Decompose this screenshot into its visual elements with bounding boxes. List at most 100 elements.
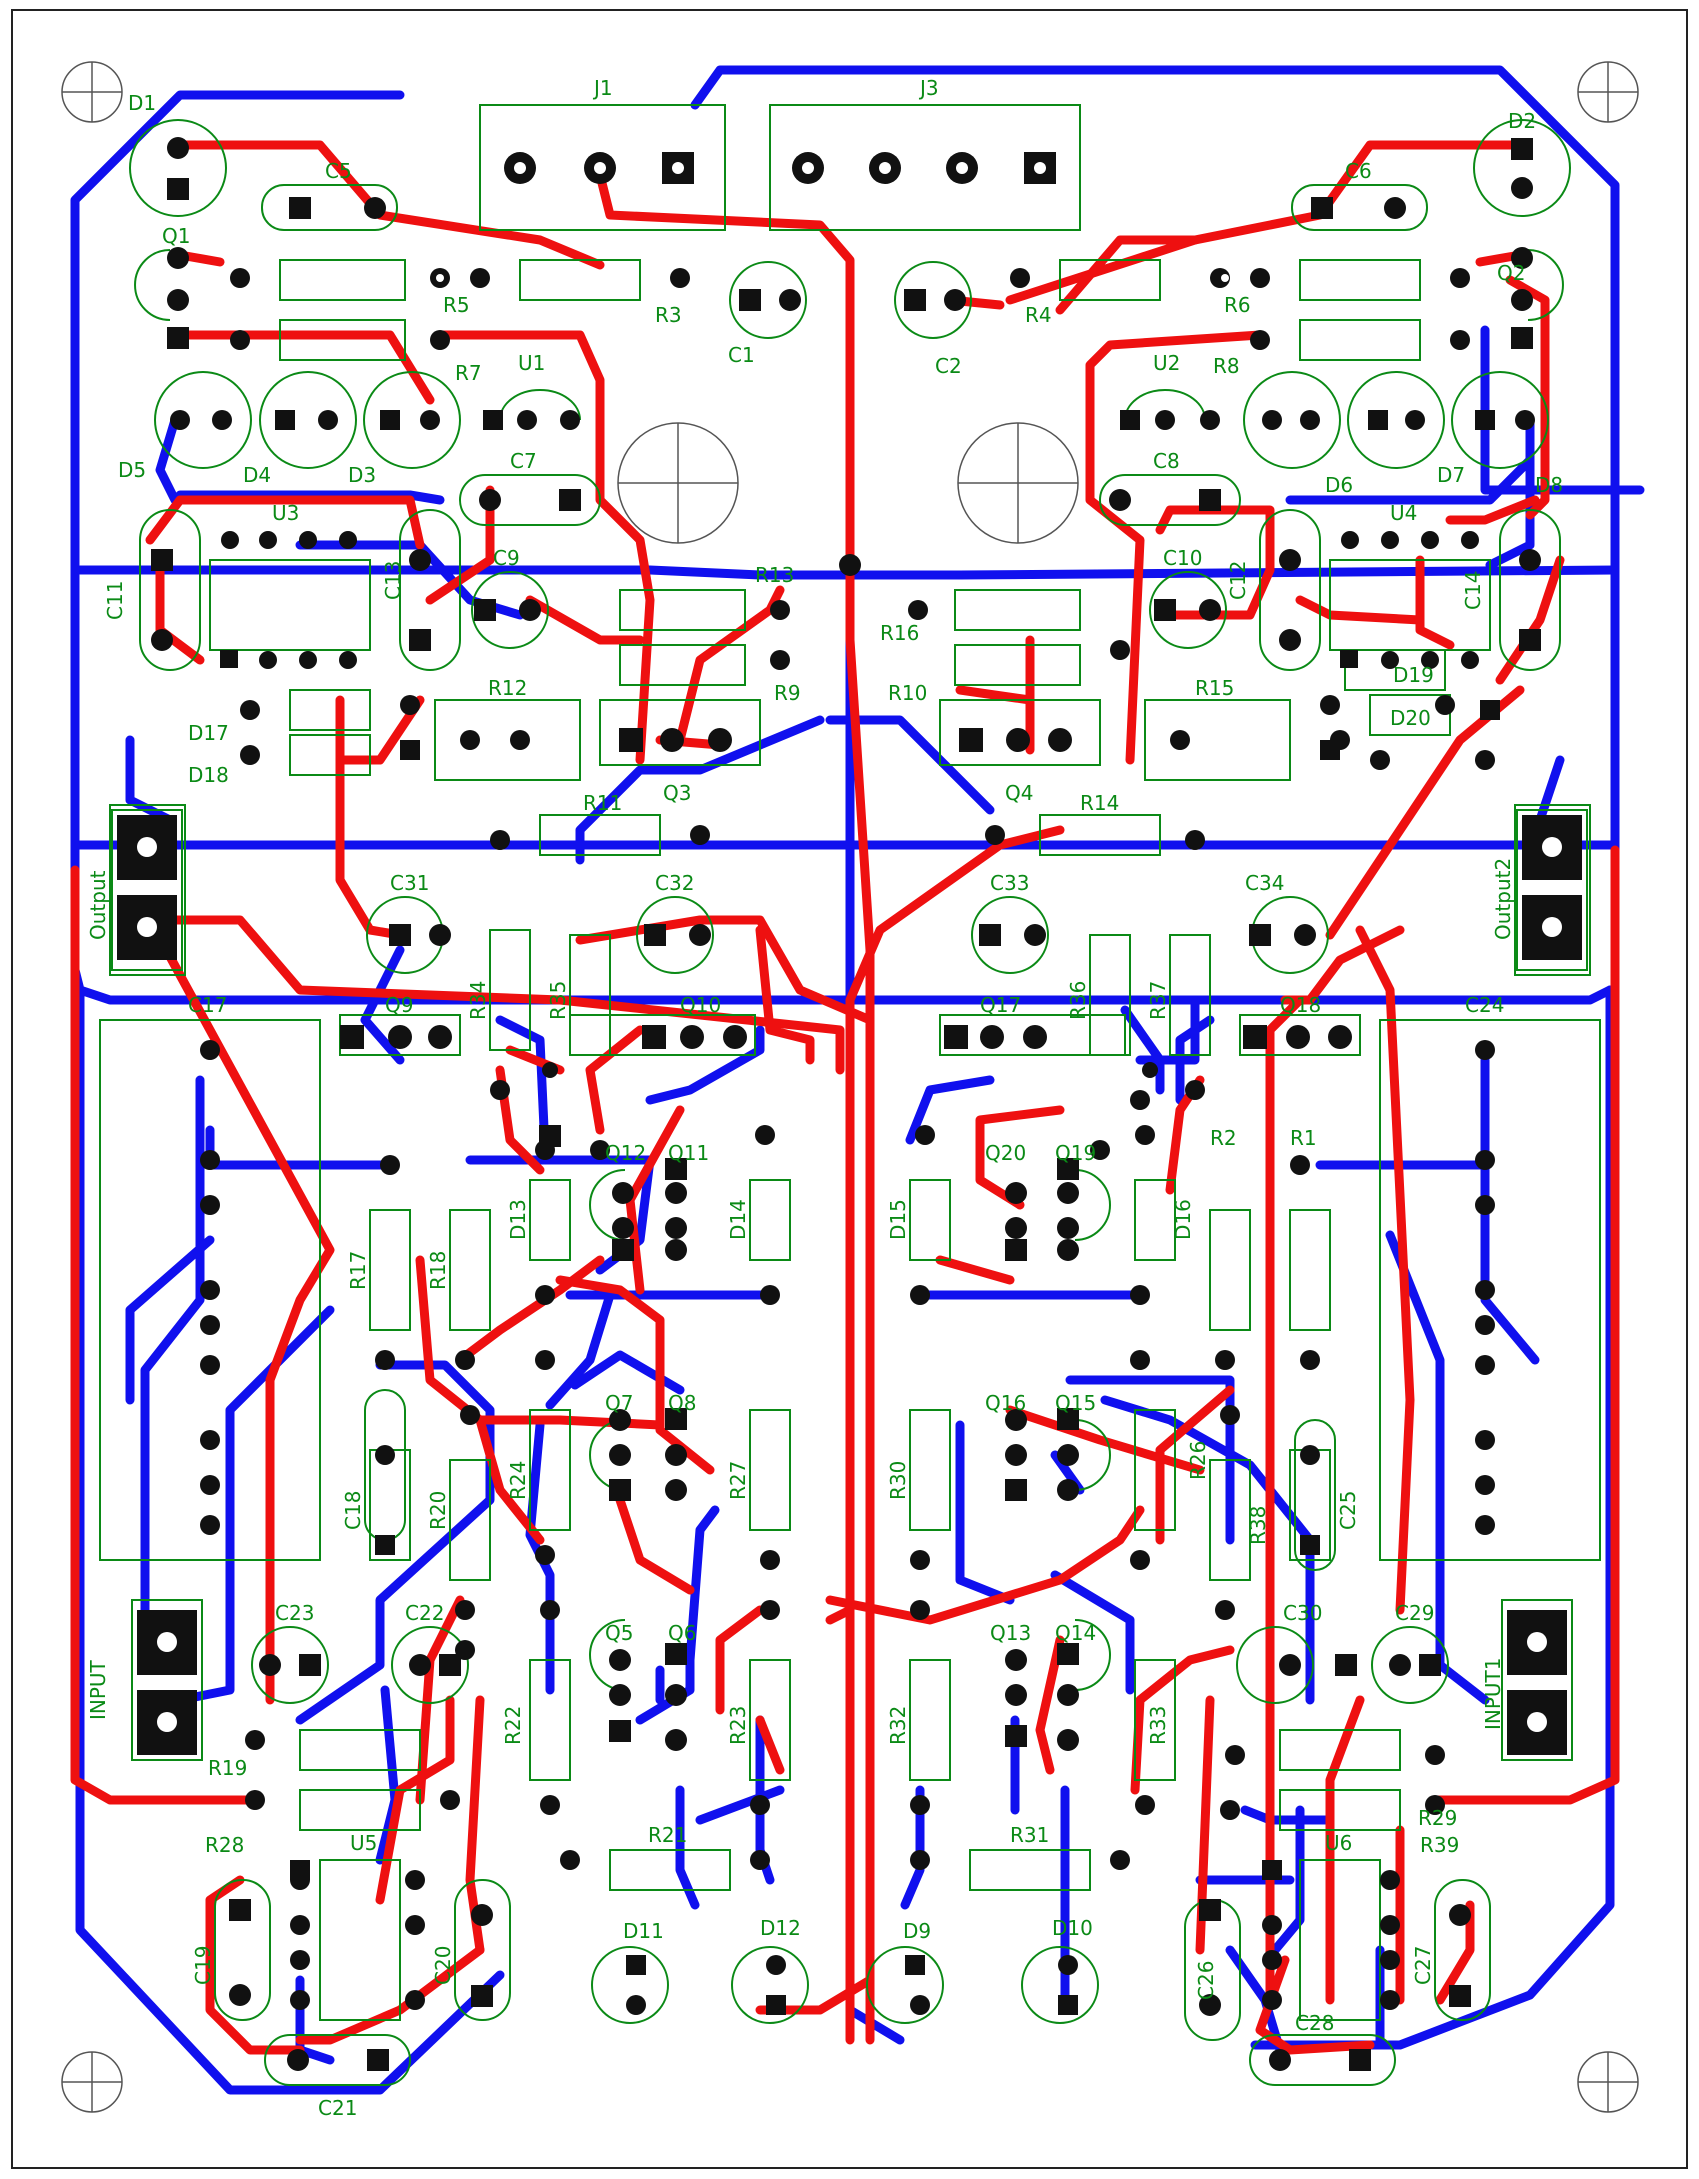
label-Q11: Q11 [668,1141,709,1165]
label-C28: C28 [1295,2011,1334,2035]
label-D11: D11 [623,1919,664,1943]
label-Q3: Q3 [663,781,691,805]
label-C31: C31 [390,871,429,895]
label-C18: C18 [341,1491,365,1530]
label-C11: C11 [103,581,127,620]
label-R10: R10 [888,681,927,705]
label-D3: D3 [348,463,376,487]
label-R2: R2 [1210,1126,1237,1150]
label-Q12: Q12 [605,1141,646,1165]
label-D9: D9 [903,1919,931,1943]
label-R5: R5 [443,293,470,317]
label-D14: D14 [726,1199,750,1240]
label-C7: C7 [510,449,537,473]
label-D2: D2 [1508,109,1536,133]
terminal-holes [137,837,1562,1732]
label-R9: R9 [774,681,801,705]
label-R18: R18 [426,1251,450,1290]
label-R13: R13 [755,563,794,587]
label-R30: R30 [886,1461,910,1500]
label-Q7: Q7 [605,1391,633,1415]
pad-holes [436,162,1229,282]
component-pads [151,137,1541,2071]
label-Q16: Q16 [985,1391,1026,1415]
label-C33: C33 [990,871,1029,895]
label-R6: R6 [1224,293,1251,317]
label-C29: C29 [1395,1601,1434,1625]
label-Q15: Q15 [1055,1391,1096,1415]
label-D20: D20 [1390,706,1431,730]
label-R8: R8 [1213,354,1240,378]
label-Output: Output [86,870,110,940]
label-D19: D19 [1393,663,1434,687]
label-R12: R12 [488,676,527,700]
label-C9: C9 [493,546,520,570]
label-Q8: Q8 [668,1391,696,1415]
label-D6: D6 [1325,473,1353,497]
label-R31: R31 [1010,1823,1049,1847]
label-D13: D13 [506,1199,530,1240]
label-C34: C34 [1245,871,1284,895]
label-C24: C24 [1465,993,1504,1017]
label-D1: D1 [128,91,156,115]
label-R33: R33 [1146,1706,1170,1745]
label-R27: R27 [726,1461,750,1500]
label-R20: R20 [426,1491,450,1530]
label-R4: R4 [1025,303,1052,327]
label-U4: U4 [1390,501,1417,525]
label-R17: R17 [346,1251,370,1290]
label-R38: R38 [1246,1506,1270,1545]
label-D16: D16 [1171,1199,1195,1240]
label-C21: C21 [318,2096,357,2120]
label-R16: R16 [880,621,919,645]
label-Q13: Q13 [990,1621,1031,1645]
label-D15: D15 [886,1199,910,1240]
label-C12: C12 [1226,561,1250,600]
label-C23: C23 [275,1601,314,1625]
label-U2: U2 [1153,351,1180,375]
label-R26: R26 [1186,1441,1210,1480]
label-D4: D4 [243,463,271,487]
label-J3: J3 [918,76,939,100]
label-R29: R29 [1418,1806,1457,1830]
label-R15: R15 [1195,676,1234,700]
label-R37: R37 [1146,981,1170,1020]
label-C19: C19 [191,1946,215,1985]
terminal-blocks [117,815,1582,1755]
label-Q20: Q20 [985,1141,1026,1165]
label-Q2: Q2 [1497,261,1525,285]
silkscreen-outlines [99,104,1601,2086]
label-Q19: Q19 [1055,1141,1096,1165]
label-Q5: Q5 [605,1621,633,1645]
label-C22: C22 [405,1601,444,1625]
label-U6: U6 [1325,1831,1352,1855]
label-Q9: Q9 [385,993,413,1017]
label-Q6: Q6 [668,1621,696,1645]
label-D5: D5 [118,458,146,482]
label-C1: C1 [728,343,755,367]
label-D12: D12 [760,1916,801,1940]
label-D18: D18 [188,763,229,787]
label-C27: C27 [1411,1946,1435,1985]
label-D17: D17 [188,721,229,745]
label-Q18: Q18 [1280,993,1321,1017]
mounting-holes [61,61,1639,2113]
label-C6: C6 [1345,159,1372,183]
label-Q4: Q4 [1005,781,1033,805]
label-C25: C25 [1336,1491,1360,1530]
label-C8: C8 [1153,449,1180,473]
label-R3: R3 [655,303,682,327]
label-C26: C26 [1194,1961,1218,2000]
label-R11: R11 [583,791,622,815]
label-R14: R14 [1080,791,1119,815]
label-R36: R36 [1066,981,1090,1020]
label-INPUT: INPUT [86,1659,110,1720]
label-R32: R32 [886,1706,910,1745]
label-C10: C10 [1163,546,1202,570]
label-C32: C32 [655,871,694,895]
label-C30: C30 [1283,1601,1322,1625]
label-J1: J1 [592,76,613,100]
label-Q17: Q17 [980,993,1021,1017]
label-R7: R7 [455,361,482,385]
label-U3: U3 [272,501,299,525]
